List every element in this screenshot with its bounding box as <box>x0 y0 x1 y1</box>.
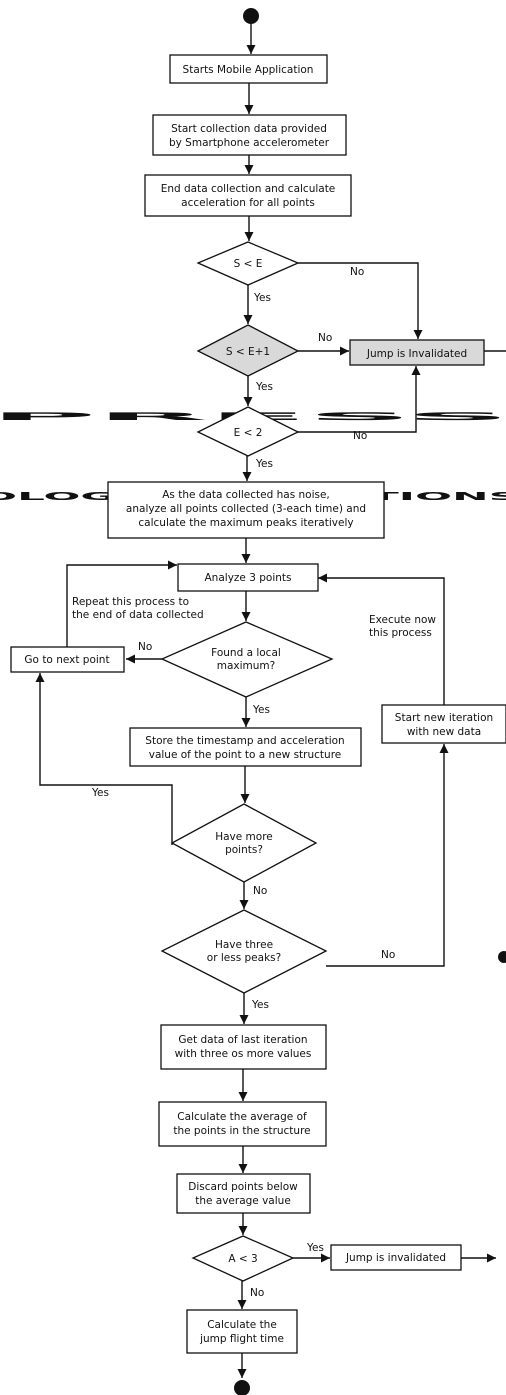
node-text: End data collection and calculate <box>161 183 336 195</box>
node-end-collection: End data collection and calculate accele… <box>144 174 352 217</box>
node-text: Start collection data provided <box>171 123 327 135</box>
annotation-line: this process <box>369 627 432 639</box>
label-more-yes: Yes <box>91 787 109 799</box>
node-text: with new data <box>407 726 481 738</box>
label-e2-yes: Yes <box>255 458 273 470</box>
end-node-invalidated <box>498 951 506 963</box>
node-text: Start new iteration <box>395 712 493 724</box>
node-start-new-iteration: Start new iteration with new data <box>381 704 506 744</box>
node-discard-points: Discard points below the average value <box>176 1173 311 1214</box>
node-text: acceleration for all points <box>181 197 315 209</box>
node-get-last-iteration: Get data of last iteration with three os… <box>160 1024 327 1070</box>
node-text: Calculate the average of <box>177 1111 307 1123</box>
node-text: S < E <box>234 258 263 270</box>
node-text: analyze all points collected (3-each tim… <box>126 503 366 515</box>
edge-s-e-no <box>298 262 423 339</box>
node-starts-app: Starts Mobile Application <box>169 54 328 84</box>
node-text: Jump is invalidated <box>345 1252 446 1264</box>
node-text: the average value <box>195 1195 291 1207</box>
node-text: value of the point to a new structure <box>149 749 342 761</box>
label-s-e-yes: Yes <box>253 292 271 304</box>
label-local-max-yes: Yes <box>252 704 270 716</box>
decision-a-lt-3: A < 3 <box>191 1235 295 1282</box>
label-s-e1-yes: Yes <box>255 381 273 393</box>
label-e2-no: No <box>353 430 367 442</box>
label-peaks-yes: Yes <box>251 999 269 1011</box>
decision-s-lt-e-plus-1: S < E+1 <box>196 324 300 377</box>
node-go-to-next-point: Go to next point <box>10 646 125 673</box>
annotation-line: Repeat this process to <box>72 596 189 608</box>
decision-s-lt-e: S < E <box>196 241 300 286</box>
node-analyze-all-points: As the data collected has noise, analyze… <box>107 481 385 539</box>
node-start-collection: Start collection data provided by Smartp… <box>152 114 347 156</box>
node-text: Go to next point <box>24 654 109 666</box>
node-text: by Smartphone accelerometer <box>169 137 330 149</box>
node-text: As the data collected has noise, <box>162 489 330 501</box>
node-calculate-average: Calculate the average of the points in t… <box>158 1101 327 1147</box>
node-flight-time: Calculate the jump flight time <box>186 1309 298 1354</box>
node-text: Starts Mobile Application <box>183 64 314 76</box>
annotation-line: the end of data collected <box>72 609 204 621</box>
label-s-e1-no: No <box>318 332 332 344</box>
edge-next-to-analyze <box>66 560 177 647</box>
label-local-max-no: No <box>138 641 152 653</box>
node-text: Have more <box>215 831 273 843</box>
node-text: Store the timestamp and acceleration <box>145 735 344 747</box>
node-text: points? <box>225 844 263 856</box>
annotation-line: Execute now <box>369 614 436 626</box>
node-text: or less peaks? <box>207 952 281 964</box>
edge-peaks-no <box>326 744 449 967</box>
edge-iteration-to-analyze <box>318 573 445 705</box>
node-text: Found a local <box>211 647 281 659</box>
node-text: Get data of last iteration <box>178 1034 307 1046</box>
node-store-timestamp: Store the timestamp and acceleration val… <box>129 727 362 767</box>
node-text: Discard points below <box>188 1181 298 1193</box>
annotation-execute-process: Execute now this process <box>369 614 436 639</box>
label-a3-no: No <box>250 1287 264 1299</box>
decision-local-maximum: Found a local maximum? <box>160 621 334 698</box>
node-text: Jump is Invalidated <box>366 348 467 360</box>
node-analyze-3-points: Analyze 3 points <box>177 563 319 592</box>
node-text: maximum? <box>217 660 275 672</box>
node-text: with three os more values <box>175 1048 312 1060</box>
edge-labels: No Yes No Yes No Yes No Yes Yes No No Ye… <box>91 266 395 1299</box>
node-jump-invalidated: Jump is Invalidated <box>349 339 485 366</box>
decision-more-points: Have more points? <box>170 803 318 883</box>
node-text: Have three <box>215 939 273 951</box>
node-text: Calculate the <box>207 1319 277 1331</box>
edge-more-yes <box>35 673 173 845</box>
node-text: calculate the maximum peaks iteratively <box>138 517 353 529</box>
annotation-repeat-process: Repeat this process to the end of data c… <box>72 596 204 621</box>
node-text: A < 3 <box>228 1253 257 1265</box>
label-s-e-no: No <box>350 266 364 278</box>
node-text: the points in the structure <box>173 1125 310 1137</box>
decision-three-or-less-peaks: Have three or less peaks? <box>160 909 328 994</box>
start-node <box>243 8 259 24</box>
edge-e2-no <box>298 366 421 433</box>
label-a3-yes: Yes <box>306 1242 324 1254</box>
node-jump-invalidated-final: Jump is invalidated <box>330 1244 462 1271</box>
edges <box>35 24 506 1378</box>
label-more-no: No <box>253 885 267 897</box>
node-text: jump flight time <box>199 1333 284 1345</box>
node-text: E < 2 <box>234 427 263 439</box>
decision-e-lt-2: E < 2 <box>196 406 300 457</box>
node-text: S < E+1 <box>226 346 270 358</box>
label-peaks-no: No <box>381 949 395 961</box>
end-node <box>234 1380 250 1395</box>
node-text: Analyze 3 points <box>205 572 292 584</box>
